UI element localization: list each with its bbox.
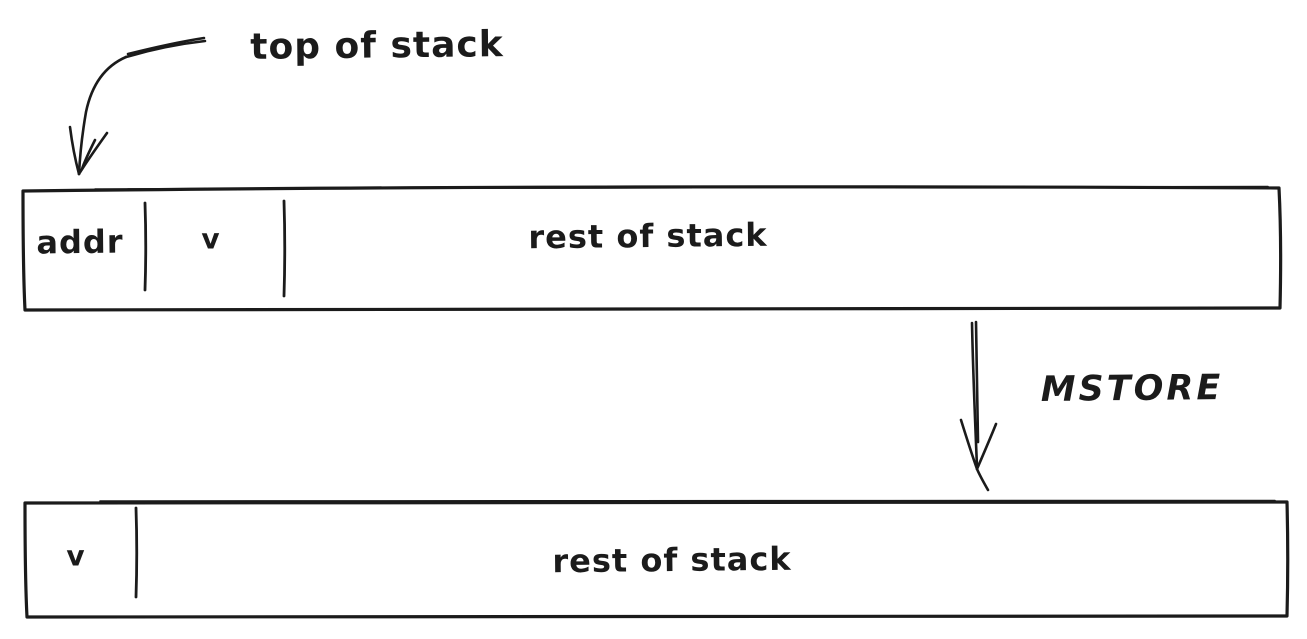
stack-before-box [21, 184, 1283, 312]
top-of-stack-arrow-icon [68, 36, 207, 176]
before-divider-2 [282, 199, 287, 298]
stack-before-cell-v: v [201, 222, 221, 256]
stack-before-cell-addr: addr [36, 222, 124, 262]
stack-before-cell-rest-of-stack: rest of stack [528, 215, 768, 257]
after-divider-1 [134, 506, 139, 599]
mstore-label: MSTORE [1040, 368, 1224, 410]
before-divider-1 [143, 201, 148, 292]
stack-after-cell-rest-of-stack: rest of stack [552, 539, 792, 581]
mstore-arrow-icon [959, 320, 998, 492]
stack-after-cell-v: v [66, 539, 86, 573]
top-of-stack-label: top of stack [250, 24, 504, 68]
